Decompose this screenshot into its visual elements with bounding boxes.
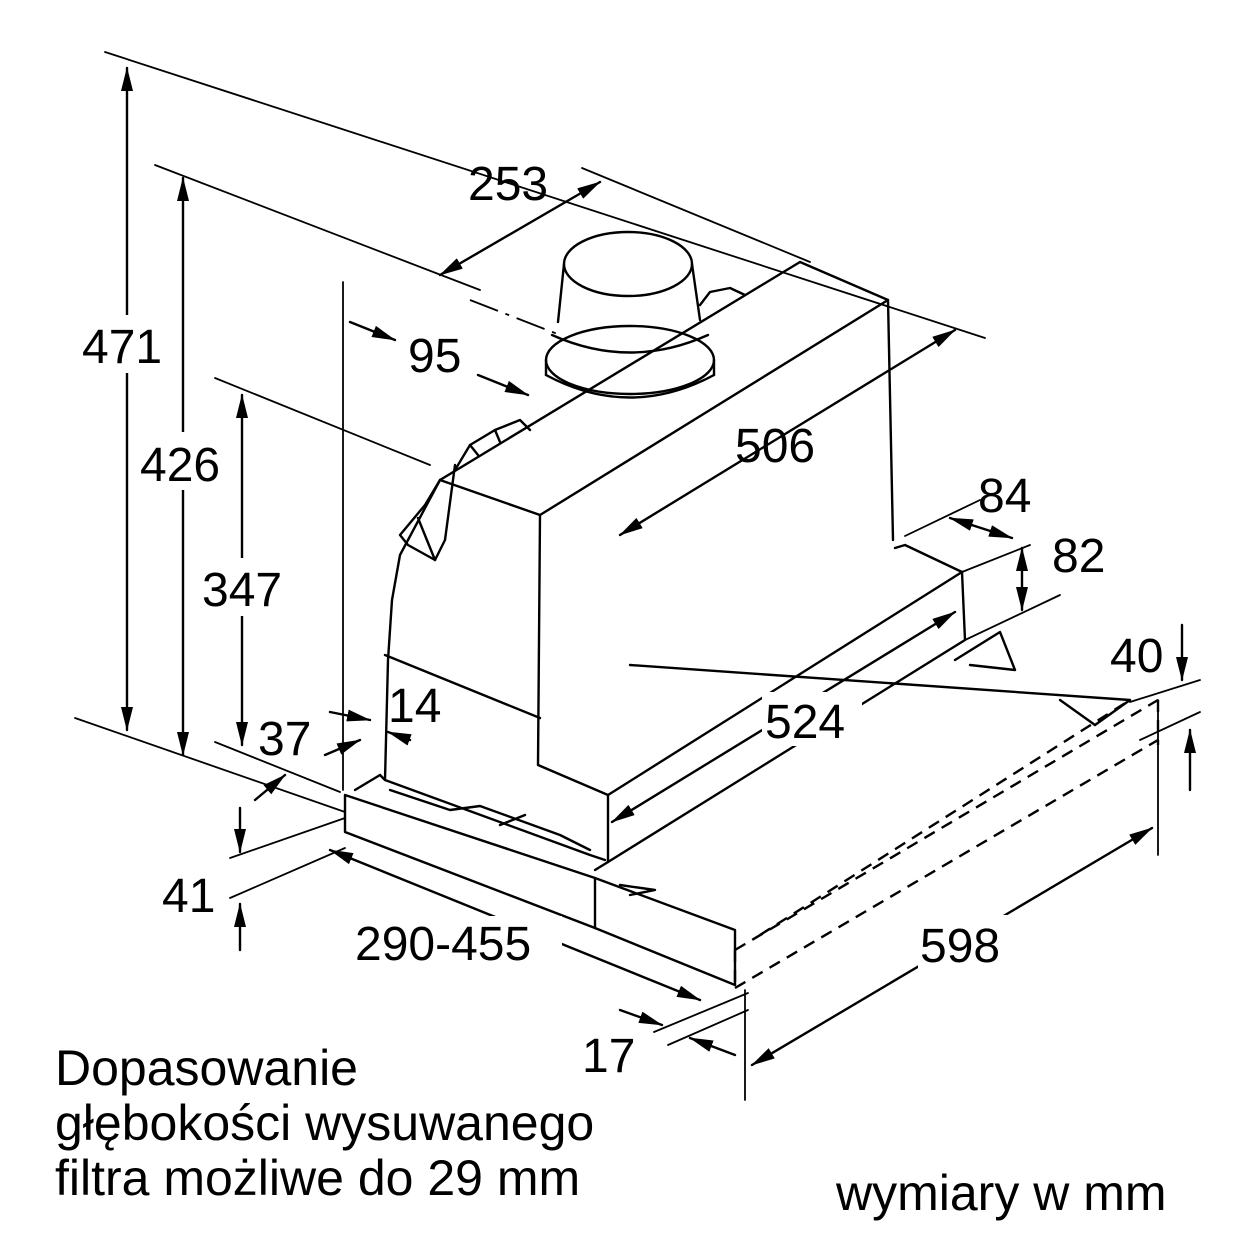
dim-bottom-thickness: 41 (162, 870, 215, 923)
dim-body-depth: 506 (735, 420, 815, 473)
dim-side-gap: 14 (388, 680, 441, 733)
dim-front-offset: 37 (258, 713, 311, 766)
duct-collar (544, 230, 716, 399)
dim-body-height: 347 (202, 564, 282, 617)
dim-rail-height: 82 (1052, 530, 1105, 583)
dim-rail-width: 84 (978, 470, 1031, 523)
dimension-labels: 471 426 347 253 95 506 84 82 40 37 14 52… (80, 158, 1163, 1083)
dim-overall-height: 471 (82, 321, 162, 374)
notes: Dopasowanie głębokości wysuwanego filtra… (55, 1040, 1167, 1221)
dim-overall-width: 598 (920, 920, 1000, 973)
note-depth-line-2: głębokości wysuwanego (55, 1095, 594, 1151)
dimension-arrows (121, 66, 1196, 1067)
dim-body-width: 524 (765, 696, 845, 749)
hood-body (343, 260, 1160, 990)
reference-lines (74, 51, 1201, 1101)
note-depth-line-3: filtra możliwe do 29 mm (55, 1150, 580, 1206)
note-depth-line-1: Dopasowanie (55, 1040, 358, 1096)
dim-panel-thickness: 17 (582, 1030, 635, 1083)
dim-duct-diameter: 253 (468, 158, 548, 211)
dim-height-to-duct: 426 (140, 439, 220, 492)
note-units: wymiary w mm (835, 1165, 1167, 1221)
dim-extension-range: 290-455 (355, 918, 531, 971)
dim-duct-offset: 95 (408, 330, 461, 383)
dim-panel-height: 40 (1110, 630, 1163, 683)
